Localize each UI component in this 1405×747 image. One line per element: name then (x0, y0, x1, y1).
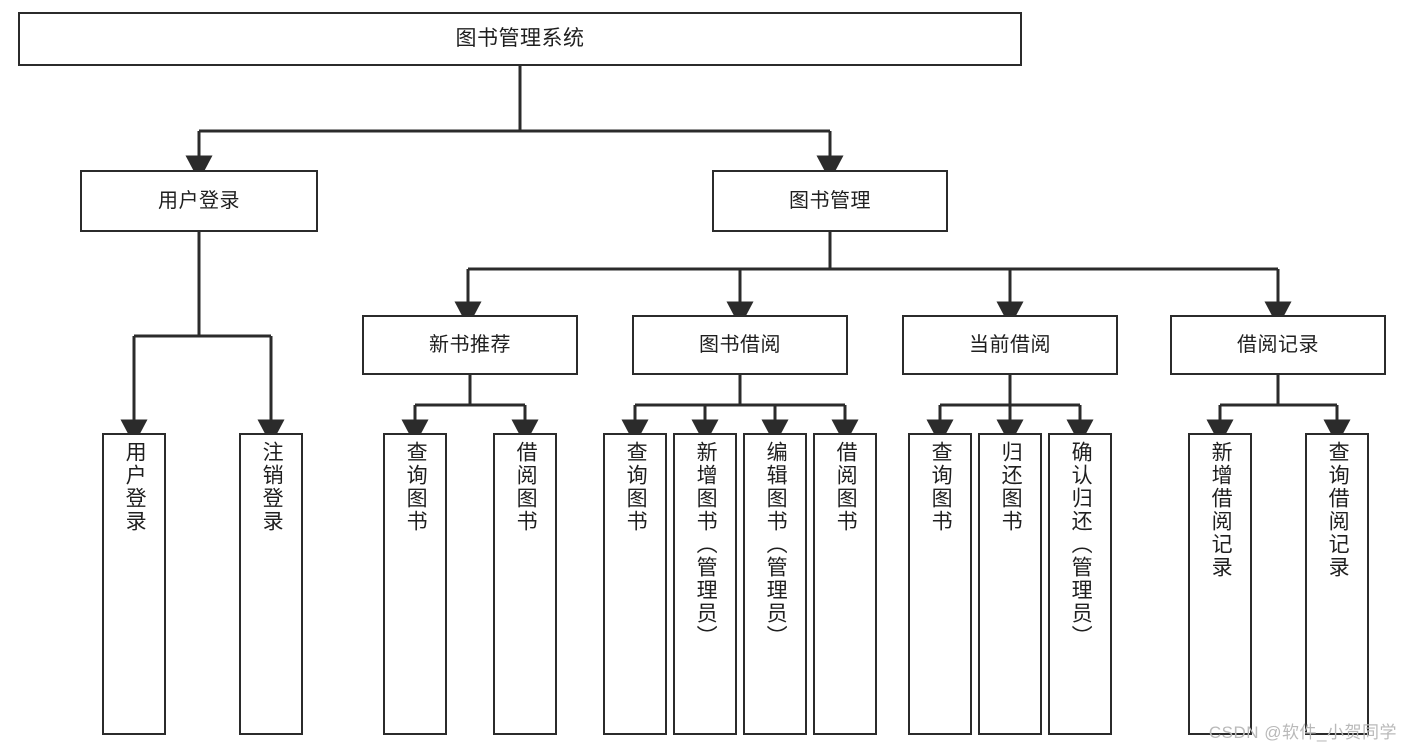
node-book-management[interactable]: 图书管理 (712, 170, 948, 232)
leaf-borrow-borrow-book[interactable]: 借阅图书 (813, 433, 877, 735)
node-label: 图书管理系统 (455, 27, 585, 51)
leaf-records-add-record[interactable]: 新增借阅记录 (1188, 433, 1252, 735)
leaf-recommend-query-book[interactable]: 查询图书 (383, 433, 447, 735)
node-borrow-records[interactable]: 借阅记录 (1170, 315, 1386, 375)
node-label: 查询图书 (404, 441, 428, 533)
node-label: 新增图书（管理员） (694, 441, 718, 648)
leaf-recommend-borrow-book[interactable]: 借阅图书 (493, 433, 557, 735)
node-book-borrow[interactable]: 图书借阅 (632, 315, 848, 375)
node-label: 当前借阅 (969, 333, 1051, 356)
node-label: 图书借阅 (699, 333, 781, 356)
leaf-current-return-book[interactable]: 归还图书 (978, 433, 1042, 735)
node-root-system[interactable]: 图书管理系统 (18, 12, 1022, 66)
node-user-login[interactable]: 用户登录 (80, 170, 318, 232)
node-current-borrow[interactable]: 当前借阅 (902, 315, 1118, 375)
node-label: 借阅记录 (1237, 333, 1319, 356)
node-label: 用户登录 (158, 189, 240, 212)
node-label: 编辑图书（管理员） (764, 441, 788, 648)
leaf-borrow-edit-book-admin[interactable]: 编辑图书（管理员） (743, 433, 807, 735)
node-label: 用户登录 (123, 441, 147, 533)
leaf-borrow-query-book[interactable]: 查询图书 (603, 433, 667, 735)
node-new-book-recommend[interactable]: 新书推荐 (362, 315, 578, 375)
leaf-current-query-book[interactable]: 查询图书 (908, 433, 972, 735)
node-label: 新增借阅记录 (1209, 441, 1233, 579)
node-label: 确认归还（管理员） (1069, 441, 1093, 648)
watermark: CSDN @软件_小贺同学 (1208, 723, 1397, 742)
node-label: 查询图书 (929, 441, 953, 533)
leaf-user-login-logout[interactable]: 注销登录 (239, 433, 303, 735)
node-label: 查询借阅记录 (1326, 441, 1350, 579)
leaf-records-query-record[interactable]: 查询借阅记录 (1305, 433, 1369, 735)
node-label: 归还图书 (999, 441, 1023, 533)
node-label: 注销登录 (260, 441, 284, 533)
node-label: 查询图书 (624, 441, 648, 533)
leaf-borrow-add-book-admin[interactable]: 新增图书（管理员） (673, 433, 737, 735)
node-label: 图书管理 (789, 189, 871, 212)
node-label: 借阅图书 (834, 441, 858, 533)
leaf-user-login-login[interactable]: 用户登录 (102, 433, 166, 735)
leaf-current-confirm-return-admin[interactable]: 确认归还（管理员） (1048, 433, 1112, 735)
node-label: 借阅图书 (514, 441, 538, 533)
node-label: 新书推荐 (429, 333, 511, 356)
